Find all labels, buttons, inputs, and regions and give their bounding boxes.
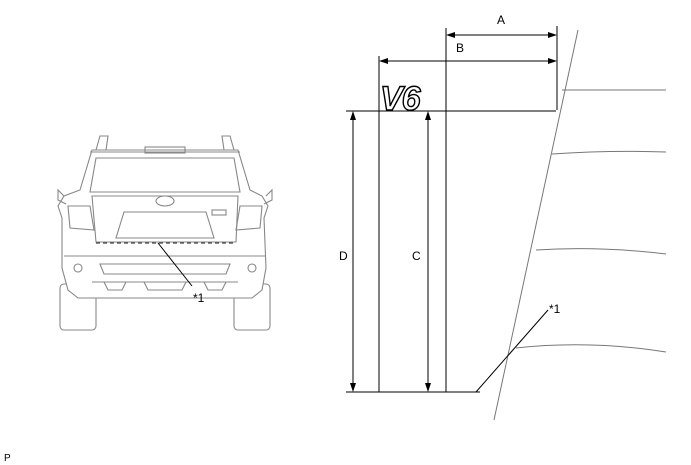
high-mount-stop-lamp (144, 146, 186, 154)
right-callout-label: *1 (549, 302, 561, 316)
dimension-c-label: C (412, 249, 421, 263)
bumper-step (99, 263, 231, 275)
left-reflector (73, 263, 83, 273)
vehicle-body-outline (57, 149, 269, 299)
left-tail-lamp (67, 205, 95, 231)
dimension-d-arrow-bottom (350, 383, 356, 392)
left-callout-label: *1 (193, 291, 205, 305)
brand-emblem (155, 195, 175, 207)
left-callout-leader (157, 242, 193, 287)
footer-code: P (4, 453, 11, 464)
body-side-curve (493, 29, 579, 421)
dimension-c-arrow-bottom (425, 383, 431, 392)
license-plate-recess (115, 211, 215, 239)
left-roof-rail (95, 135, 109, 151)
vehicle-rear-view: *1 (57, 135, 273, 331)
bumper-vents (103, 281, 227, 291)
right-callout-leader (475, 309, 549, 393)
dimension-a-arrow-left (446, 32, 455, 38)
right-mirror (263, 188, 273, 205)
dimension-b-arrow-right (548, 58, 557, 64)
rear-window (89, 157, 241, 193)
v6-emblem: V6 (380, 80, 422, 118)
body-panel-line-2 (551, 150, 667, 155)
right-roof-rail (221, 135, 235, 151)
v6-emblem-small (211, 209, 227, 216)
left-mirror (57, 188, 67, 205)
right-reflector (247, 263, 257, 273)
dimension-a-arrow-right (548, 32, 557, 38)
dimension-b-label: B (456, 41, 464, 55)
dimension-d-label: D (339, 249, 348, 263)
dimension-a-label: A (497, 13, 505, 27)
body-panel-line-4 (515, 344, 667, 353)
body-panel-line-3 (535, 248, 667, 255)
emblem-detail-view: V6 A B C D *1 (339, 13, 667, 421)
back-door-panel (91, 195, 239, 243)
dimension-d-arrow-top (350, 111, 356, 120)
dimension-c-arrow-top (425, 111, 431, 120)
dimension-b-arrow-left (379, 58, 388, 64)
